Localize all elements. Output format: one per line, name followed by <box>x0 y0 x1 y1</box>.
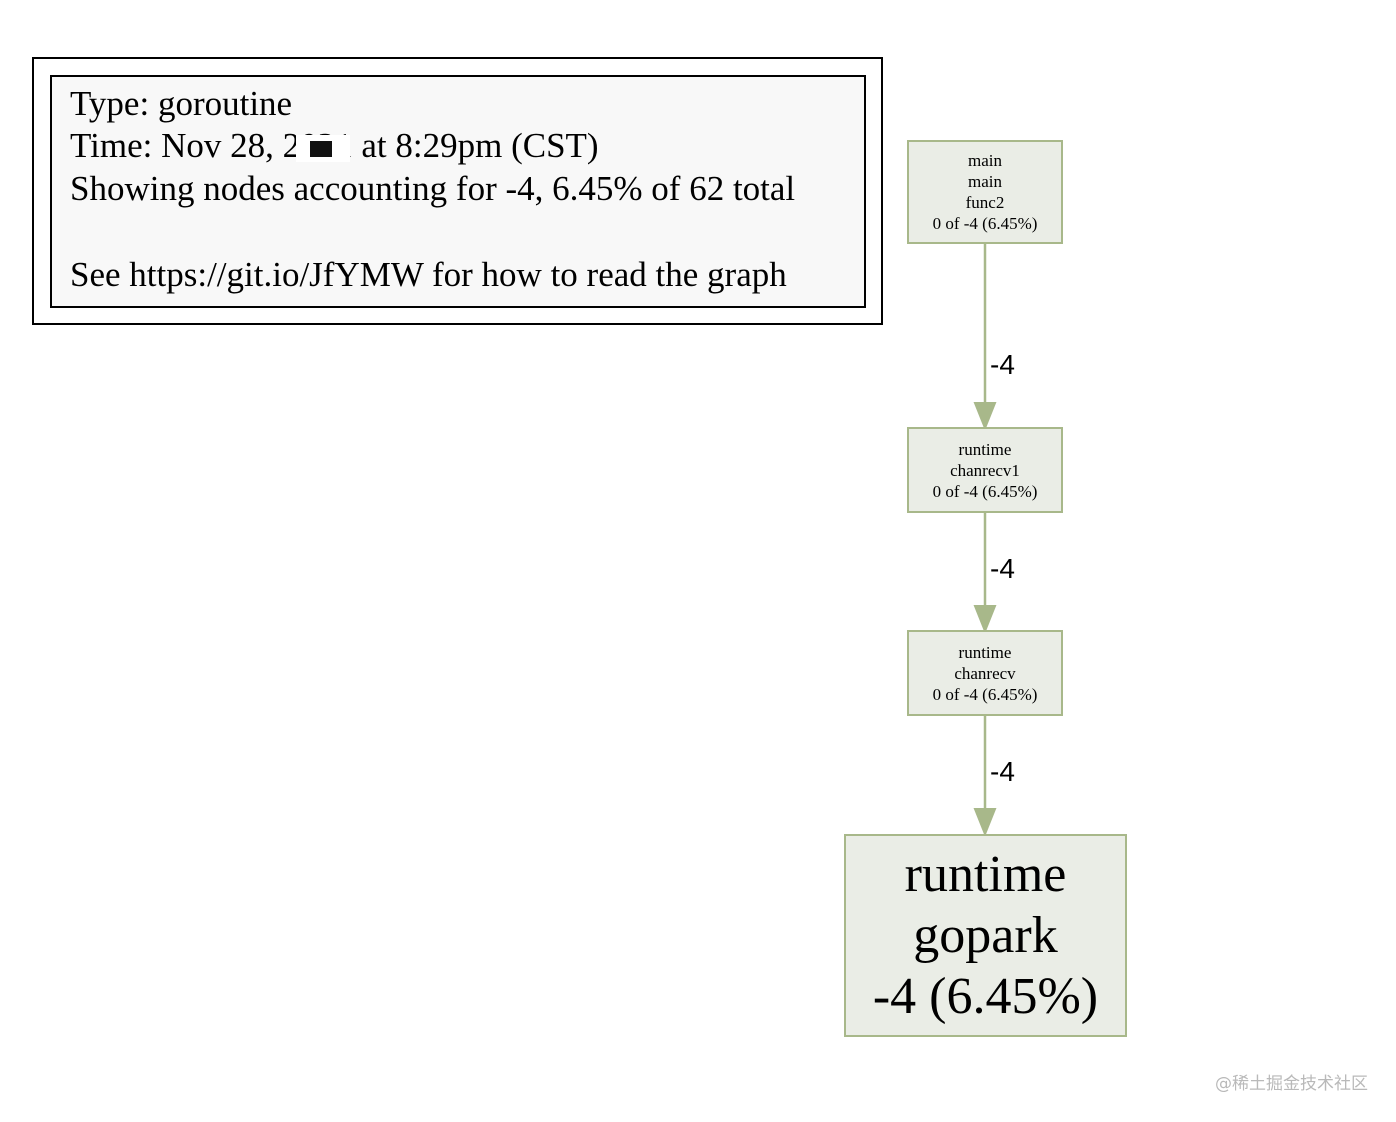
edge-arrow-chanrecv-to-gopark <box>973 808 997 837</box>
node-line: runtime <box>958 642 1012 662</box>
node-line: gopark <box>913 907 1058 964</box>
legend-box <box>50 75 866 308</box>
node-line: 0 of -4 (6.45%) <box>932 481 1038 501</box>
node-line: chanrecv1 <box>950 460 1020 480</box>
node-runtime-chanrecv[interactable]: runtime chanrecv 0 of -4 (6.45%) <box>907 630 1063 716</box>
redaction-mark <box>310 141 332 157</box>
node-line: 0 of -4 (6.45%) <box>932 684 1038 704</box>
node-line: runtime <box>958 439 1012 459</box>
legend-type-line: Type: goroutine <box>70 84 293 123</box>
node-line: runtime <box>904 846 1067 903</box>
legend-showing-line: Showing nodes accounting for -4, 6.45% o… <box>70 169 796 208</box>
node-line: main <box>968 151 1002 170</box>
node-line: 0 of -4 (6.45%) <box>932 214 1038 233</box>
legend-outer-frame <box>32 57 883 325</box>
edge-label-chanrecv-to-gopark: -4 <box>990 756 1015 787</box>
edge-arrow-chanrecv1-to-chanrecv <box>973 605 997 634</box>
edge-label-main-to-chanrecv1: -4 <box>990 349 1015 380</box>
node-line: chanrecv <box>954 663 1016 683</box>
edge-arrow-main-to-chanrecv1 <box>973 402 997 431</box>
node-line: func2 <box>965 193 1005 212</box>
node-runtime-gopark[interactable]: runtime gopark -4 (6.45%) <box>844 834 1127 1037</box>
legend-help-line: See https://git.io/JfYMW for how to read… <box>70 255 787 294</box>
node-line: main <box>968 172 1002 191</box>
node-line: -4 (6.45%) <box>872 968 1099 1025</box>
node-main-func2[interactable]: main main func2 0 of -4 (6.45%) <box>907 140 1063 244</box>
node-runtime-chanrecv1[interactable]: runtime chanrecv1 0 of -4 (6.45%) <box>907 427 1063 513</box>
edge-label-chanrecv1-to-chanrecv: -4 <box>990 553 1015 584</box>
watermark-text: @稀土掘金技术社区 <box>1215 1074 1368 1094</box>
